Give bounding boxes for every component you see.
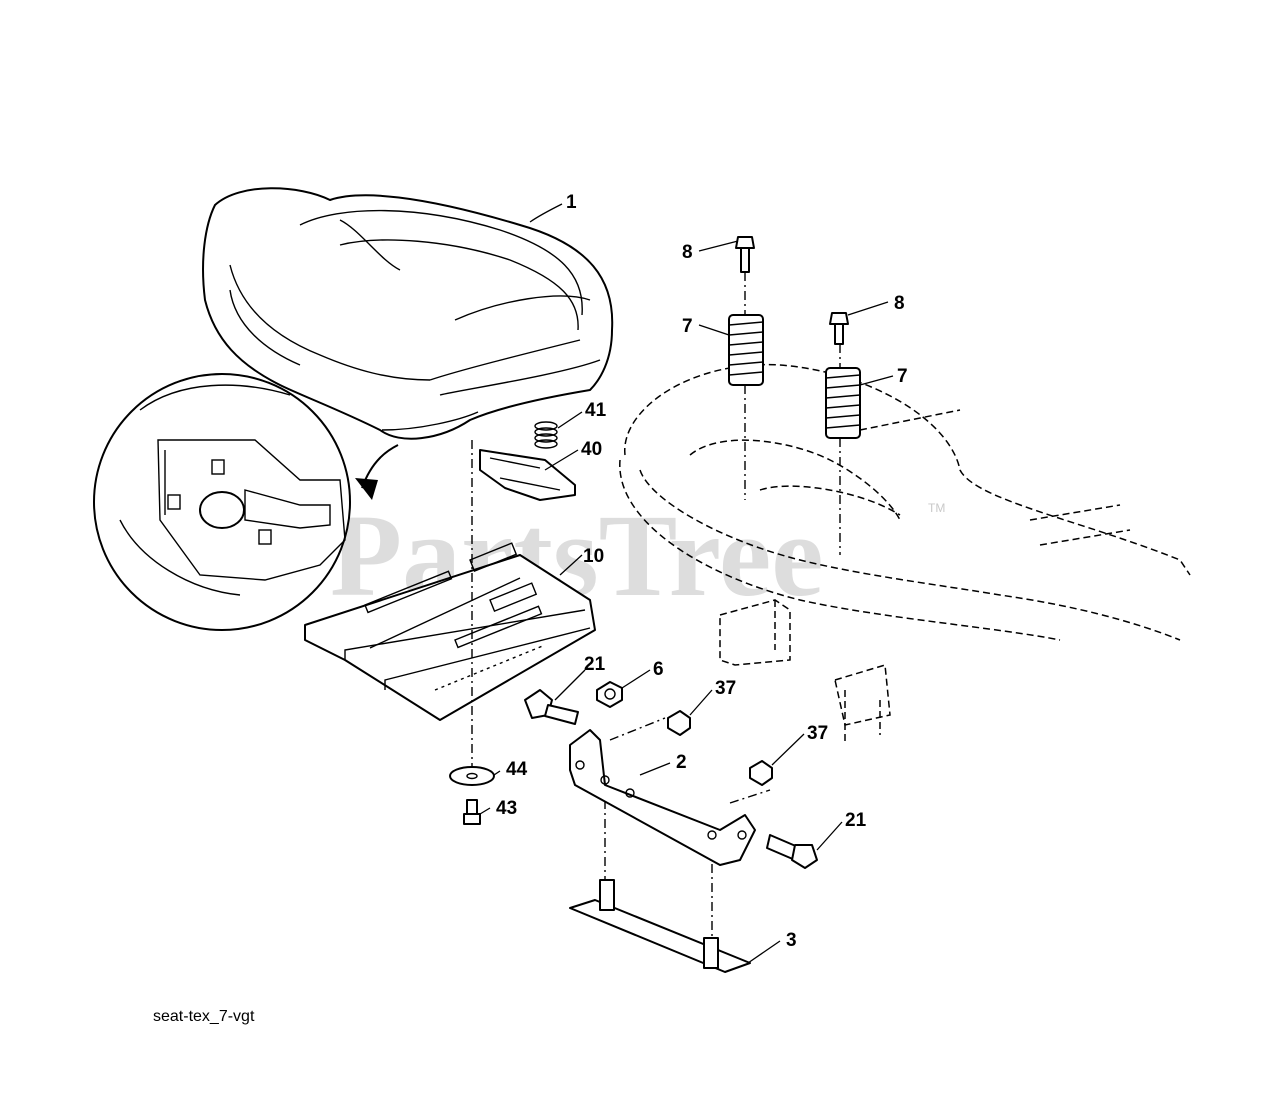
- frame-bracket-left: [719, 599, 791, 666]
- callout-41: 41: [585, 400, 607, 421]
- detail-view: [93, 373, 399, 631]
- callout-6: 6: [653, 659, 664, 680]
- nut-6: [596, 681, 623, 708]
- mower-frame: [619, 363, 1191, 641]
- spring-41: [534, 421, 558, 449]
- callout-21-lower: 21: [845, 810, 867, 831]
- callout-21-upper: 21: [584, 654, 606, 675]
- callout-1: 1: [566, 192, 577, 213]
- callout-40: 40: [581, 439, 602, 460]
- watermark-trademark: TM: [928, 501, 945, 515]
- spring-7-right: [825, 367, 861, 439]
- frame-bracket-right: [834, 664, 891, 745]
- bolt-8-left: [735, 236, 755, 273]
- seat: [202, 187, 614, 440]
- plate-3: [569, 879, 751, 973]
- bolt-8-right: [829, 312, 849, 345]
- seat-clip-40: [479, 449, 576, 501]
- spring-7-left: [728, 314, 764, 386]
- nut-37-lower: [749, 760, 773, 786]
- bolt-21-lower: [766, 834, 818, 869]
- callout-10: 10: [583, 546, 604, 567]
- callout-7-right: 7: [897, 366, 908, 387]
- callout-43: 43: [496, 798, 517, 819]
- bracket-2: [569, 729, 756, 866]
- assembly-lines: [471, 272, 841, 940]
- callout-labels: 1 8 8 7 7 41 40 10 21 6 37 37 2 44 43 21…: [496, 192, 908, 951]
- callout-44: 44: [506, 759, 528, 780]
- callout-8-left: 8: [682, 242, 693, 263]
- screw-43: [463, 799, 481, 825]
- callout-3: 3: [786, 930, 797, 951]
- seat-pan-10: [304, 542, 596, 721]
- nut-37-upper: [667, 710, 691, 736]
- callout-8-right: 8: [894, 293, 905, 314]
- callout-2: 2: [676, 752, 687, 773]
- leader-lines: [479, 203, 894, 964]
- washer-44: [449, 766, 495, 786]
- bolt-21-upper: [524, 689, 579, 725]
- callout-37-lower: 37: [807, 723, 828, 744]
- callout-7-left: 7: [682, 316, 693, 337]
- callout-37-upper: 37: [715, 678, 736, 699]
- diagram-caption: seat-tex_7-vgt: [153, 1008, 255, 1025]
